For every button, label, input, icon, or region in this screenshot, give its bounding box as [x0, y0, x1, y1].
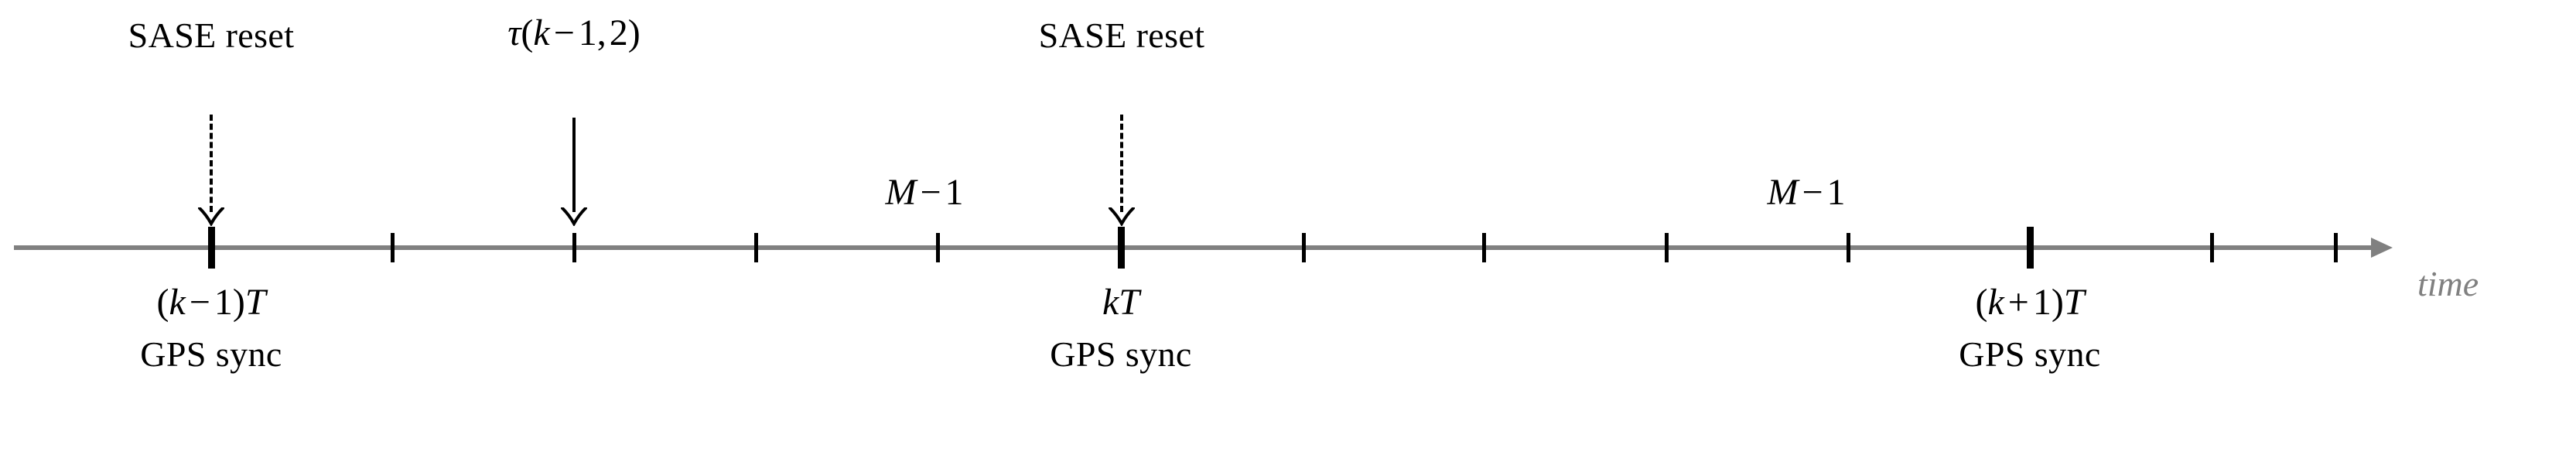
- num-1: 1: [945, 172, 964, 213]
- label-gps-sync-2: GPS sync: [1959, 334, 2101, 374]
- tick-minor-5: [1482, 233, 1486, 262]
- label-sase-reset-1-callout-arrow: [198, 115, 224, 226]
- var-T: T: [1119, 282, 1140, 323]
- tick-kT: [1118, 227, 1125, 269]
- var-M: M: [1767, 172, 1799, 213]
- var-T: T: [2063, 282, 2085, 323]
- tick-minor-8: [2210, 233, 2214, 262]
- minus-op: −: [553, 12, 575, 53]
- arrow-shaft: [572, 118, 576, 212]
- minus-op: −: [1802, 172, 1823, 213]
- tick-k-plus-1-T: [2027, 227, 2034, 269]
- var-M: M: [885, 172, 917, 213]
- time-axis-line: [14, 245, 2371, 250]
- tick-minor-1: [572, 233, 576, 262]
- time-axis-arrowhead: [2371, 238, 2393, 258]
- plus-op: +: [2007, 282, 2029, 323]
- label-sase-reset-1: SASE reset: [128, 15, 295, 55]
- var-T: T: [244, 282, 266, 323]
- num-1: 1: [578, 12, 597, 53]
- paren-open: (: [521, 12, 534, 53]
- comma: ,: [596, 12, 606, 53]
- paren-close: ): [232, 282, 245, 323]
- label-tau-k-minus-1-2-callout-arrow: [561, 118, 587, 226]
- num-1: 1: [2032, 282, 2052, 323]
- label-kT: kT: [1102, 282, 1139, 324]
- label-sase-reset-2-callout-arrow: [1109, 115, 1135, 226]
- label-k-minus-1-T: (k−1)T: [156, 282, 265, 324]
- num-2: 2: [609, 12, 628, 53]
- label-sase-reset-2: SASE reset: [1038, 15, 1205, 55]
- arrow-head-down-icon: [198, 207, 224, 226]
- tick-minor-9: [2334, 233, 2338, 262]
- tick-minor-2: [754, 233, 758, 262]
- arrow-head-down-icon: [561, 207, 587, 226]
- label-M-minus-1-right: M−1: [1767, 172, 1845, 214]
- tick-minor-7: [1847, 233, 1850, 262]
- arrow-shaft: [1120, 115, 1123, 212]
- paren-close: ): [627, 12, 641, 53]
- time-axis-label: time: [2417, 264, 2479, 303]
- arrow-shaft: [210, 115, 213, 212]
- label-gps-sync-0: GPS sync: [140, 334, 282, 374]
- tick-minor-0: [391, 233, 395, 262]
- tick-minor-6: [1665, 233, 1669, 262]
- paren-open: (: [156, 282, 169, 323]
- var-k: k: [1102, 282, 1119, 323]
- arrow-head-down-icon: [1109, 207, 1135, 226]
- label-k-plus-1-T: (k+1)T: [1975, 282, 2084, 324]
- label-M-minus-1-left: M−1: [885, 172, 963, 214]
- var-k: k: [169, 282, 186, 323]
- num-1: 1: [1826, 172, 1846, 213]
- minus-op: −: [189, 282, 210, 323]
- label-tau-k-minus-1-2: τ(k−1, 2): [507, 12, 641, 54]
- var-k: k: [533, 12, 550, 53]
- paren-close: ): [2051, 282, 2064, 323]
- minus-op: −: [920, 172, 941, 213]
- tick-minor-3: [936, 233, 940, 262]
- tick-k-minus-1-T: [208, 227, 215, 269]
- paren-open: (: [1975, 282, 1988, 323]
- label-gps-sync-1: GPS sync: [1050, 334, 1192, 374]
- var-k: k: [1987, 282, 2004, 323]
- tick-minor-4: [1302, 233, 1306, 262]
- tau-symbol: τ: [507, 12, 521, 53]
- num-1: 1: [214, 282, 233, 323]
